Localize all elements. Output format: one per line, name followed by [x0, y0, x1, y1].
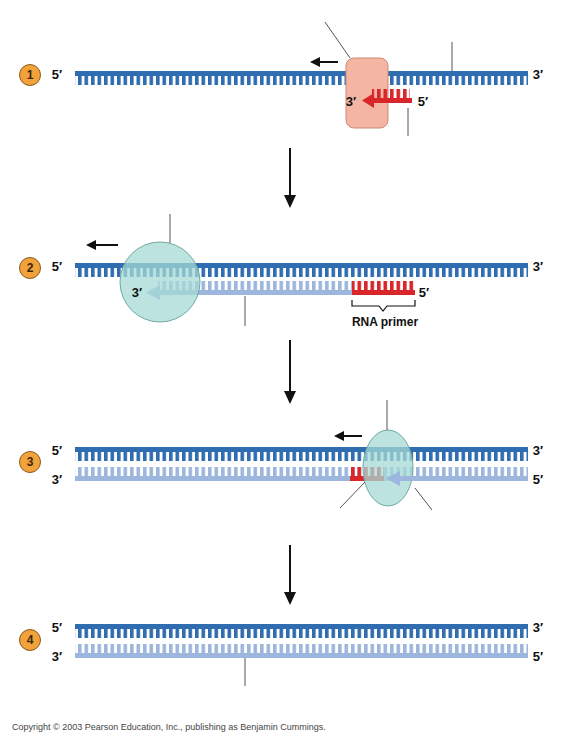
strand-end-label: 3′: [52, 650, 62, 663]
strand-bases: [75, 452, 528, 461]
strand-end-label: 3′: [52, 473, 62, 486]
strand-end-label: 3′: [132, 286, 142, 299]
strand-end-label: 3′: [533, 444, 543, 457]
step-arrowhead: [284, 391, 296, 404]
leader-line: [325, 22, 350, 58]
strand-end-label: 3′: [346, 95, 356, 108]
strand-end-label: 5′: [52, 68, 62, 81]
rna-primer: [362, 89, 412, 108]
strand-backbone: [400, 476, 422, 481]
leader-line: [415, 488, 432, 510]
leader-line: [452, 42, 453, 71]
strand-end-label: 3′: [533, 68, 543, 81]
step-arrowhead: [284, 195, 296, 208]
primer-bracket: [352, 300, 415, 311]
step-number-circle: 2: [19, 257, 41, 279]
step-number-circle: 3: [19, 451, 41, 473]
direction-arrow: [343, 435, 362, 437]
leader-line: [340, 482, 365, 508]
step-arrowhead: [284, 592, 296, 605]
strand-end-label: 5′: [533, 473, 543, 486]
step-arrow: [289, 545, 291, 593]
strand-end-label: 5′: [419, 286, 429, 299]
part-label: RNA primer: [352, 316, 418, 328]
primer-backbone: [352, 290, 415, 295]
primer-backbone: [372, 98, 412, 103]
strand-backbone: [75, 447, 528, 452]
leader-line: [245, 658, 246, 686]
strand-backbone: [75, 476, 528, 481]
strand-end-label: 5′: [52, 621, 62, 634]
leader-line: [387, 400, 388, 430]
strand-arrowhead: [386, 471, 400, 486]
strand-end-label: 3′: [533, 260, 543, 273]
strand-end-label: 5′: [52, 444, 62, 457]
step-number-circle: 4: [19, 629, 41, 651]
strand-end-label: 5′: [533, 650, 543, 663]
strand-backbone: [75, 624, 528, 629]
new-strand: [75, 644, 528, 658]
direction-arrowhead: [310, 57, 320, 67]
strand-bases: [75, 76, 528, 85]
polymerase-enzyme: [120, 242, 200, 322]
strand-end-label: 5′: [418, 95, 428, 108]
direction-arrowhead: [86, 240, 96, 250]
direction-arrow: [318, 61, 338, 63]
new-strand: [75, 467, 528, 481]
template-strand: [75, 447, 528, 461]
strand-end-label: 5′: [52, 260, 62, 273]
step-number: 2: [27, 261, 34, 275]
step-arrow: [289, 148, 291, 196]
strand-bases: [75, 644, 528, 653]
template-strand: [75, 624, 528, 638]
leader-line: [170, 214, 171, 243]
strand-bases: [75, 629, 528, 638]
strand-bases: [75, 467, 528, 476]
leader-line: [245, 296, 246, 326]
step-number: 4: [27, 633, 34, 647]
primer-bases: [372, 89, 410, 98]
strand-backbone: [75, 653, 528, 658]
strand-backbone: [75, 71, 528, 76]
rna-primer: [352, 281, 415, 295]
copyright-note: Copyright © 2003 Pearson Education, Inc.…: [12, 723, 326, 732]
primer-bases: [352, 281, 415, 290]
leader-line: [408, 108, 409, 136]
strand-end-label: 3′: [533, 621, 543, 634]
step-number-circle: 1: [19, 64, 41, 86]
template-strand: [75, 71, 528, 85]
step-number: 3: [27, 455, 34, 469]
step-number: 1: [27, 68, 34, 82]
polymerase-enzyme: [363, 430, 413, 506]
direction-arrowhead: [334, 431, 344, 441]
primer-arrowhead: [362, 93, 374, 108]
direction-arrow: [95, 244, 118, 246]
step-arrow: [289, 340, 291, 392]
